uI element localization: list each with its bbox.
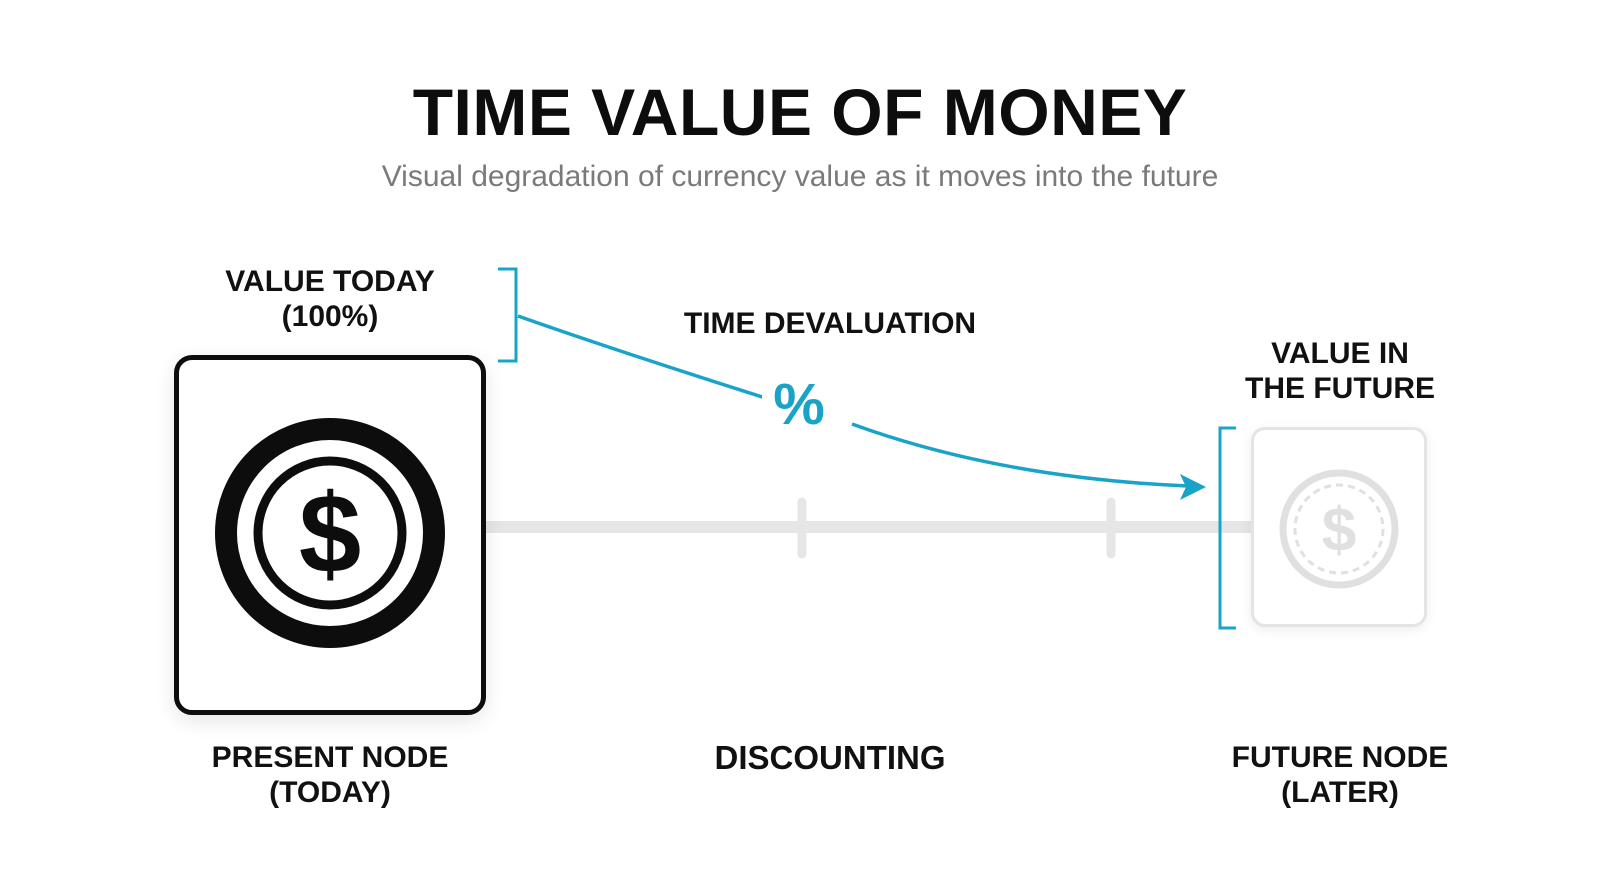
discounting-label: DISCOUNTING	[714, 739, 946, 776]
diagram-subtitle: Visual degradation of currency value as …	[381, 160, 1219, 193]
present-node-box: $	[174, 355, 486, 715]
value-future-bracket	[1218, 426, 1236, 630]
value-future-line-2: THE FUTURE	[1245, 372, 1435, 405]
value-today-bracket	[498, 267, 518, 363]
dollar-coin-icon: $	[215, 418, 445, 648]
svg-text:$: $	[1322, 496, 1356, 565]
present-node-line-1: PRESENT NODE	[211, 741, 449, 774]
value-today-label: VALUE TODAY (100%)	[172, 264, 488, 334]
present-node-label: PRESENT NODE (TODAY)	[172, 740, 488, 810]
future-node-line-1: FUTURE NODE	[1231, 741, 1449, 774]
value-future-label: VALUE IN THE FUTURE	[1190, 336, 1490, 406]
svg-text:$: $	[299, 471, 361, 596]
value-today-line-2: (100%)	[281, 300, 379, 333]
percent-symbol: %	[762, 374, 836, 436]
future-node-line-2: (LATER)	[1281, 776, 1399, 809]
value-today-line-1: VALUE TODAY	[225, 265, 435, 298]
present-node-line-2: (TODAY)	[269, 776, 391, 809]
devaluation-arrow-icon	[517, 314, 1189, 488]
arrow-head	[1180, 474, 1206, 500]
future-node-label: FUTURE NODE (LATER)	[1190, 740, 1490, 810]
future-node-box: $	[1251, 427, 1427, 627]
diagram-title: TIME VALUE OF MONEY	[412, 75, 1188, 149]
faded-dollar-coin-icon: $	[1279, 469, 1399, 589]
value-future-line-1: VALUE IN	[1271, 337, 1409, 370]
time-devaluation-label: TIME DEVALUATION	[683, 307, 977, 340]
